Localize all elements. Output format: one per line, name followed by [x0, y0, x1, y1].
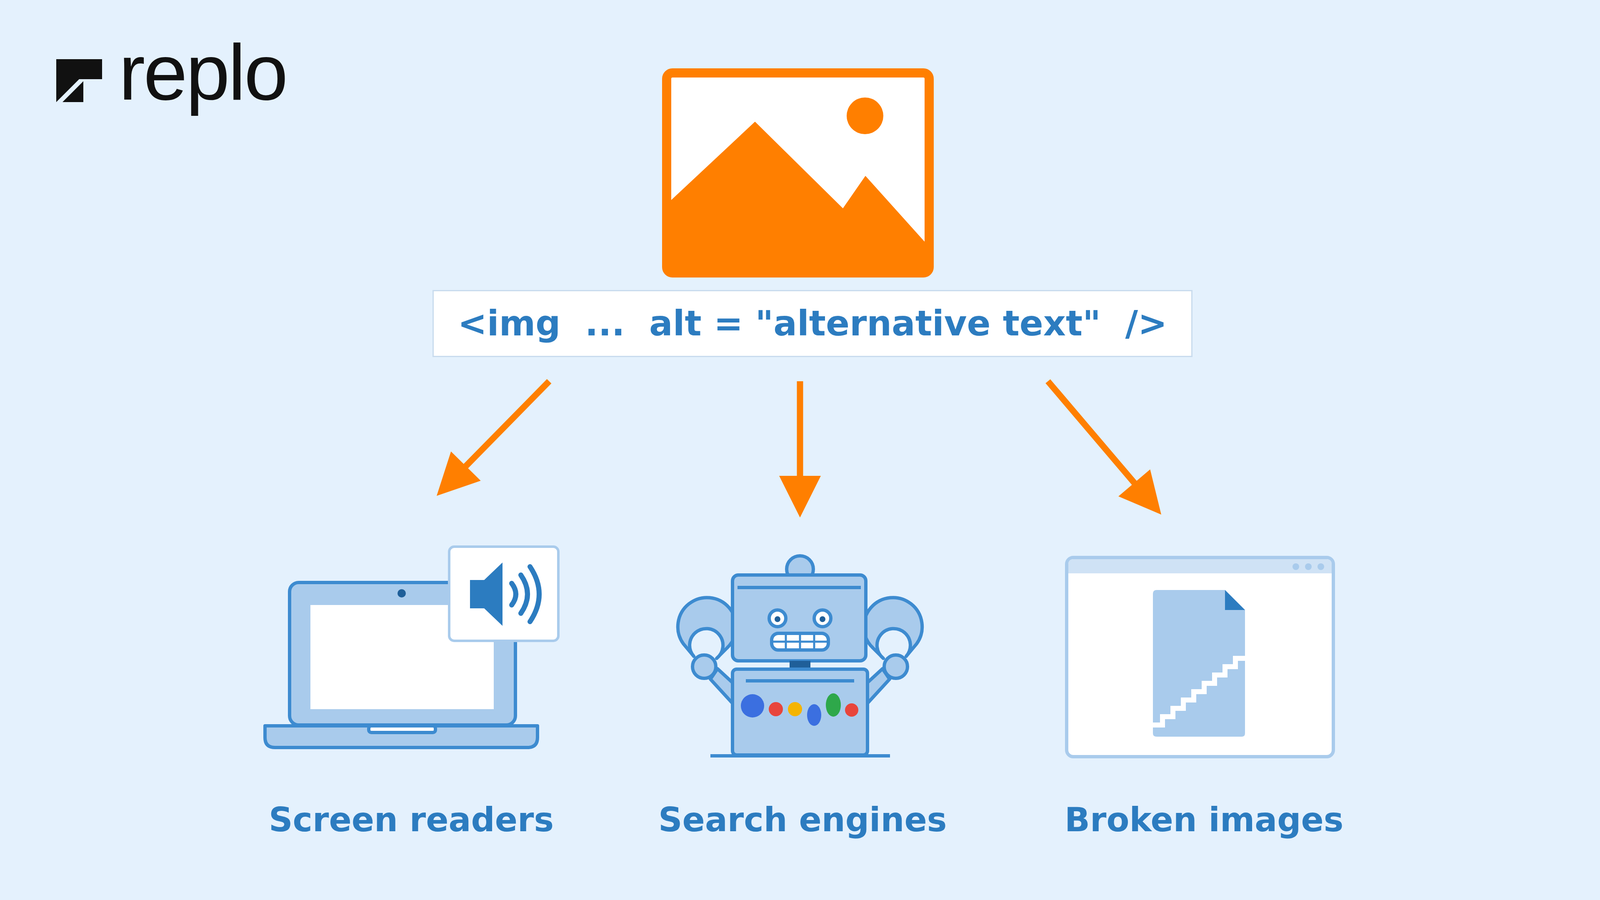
code-box: <img ... alt = "alternative text" /> [432, 290, 1193, 358]
arrow-head [779, 475, 821, 518]
arrow-connector [779, 381, 821, 518]
icon-group: Screen readers [262, 545, 560, 846]
arrow-head [436, 451, 481, 496]
robot-icon [677, 555, 923, 756]
code-text: <img ... alt = "alternative text" /> [457, 304, 1168, 343]
icon-group: Search engines [658, 559, 942, 846]
arrow-connector [436, 381, 550, 496]
arrow-line [1047, 381, 1138, 486]
arrow-line [462, 381, 550, 470]
caption-label: Broken images [1064, 800, 1336, 840]
broken-image-icon [1066, 557, 1334, 757]
caption-label: Search engines [658, 800, 942, 840]
caption-label: Screen readers [262, 800, 560, 840]
arrow-connector [1047, 381, 1162, 515]
icon-group: Broken images [1064, 556, 1336, 846]
arrow-head [1118, 469, 1162, 515]
logo-mark [56, 59, 103, 103]
logo-text: replo [118, 32, 287, 112]
speaker-icon [449, 546, 559, 641]
image-icon [666, 72, 930, 273]
arrow-line [797, 381, 804, 480]
